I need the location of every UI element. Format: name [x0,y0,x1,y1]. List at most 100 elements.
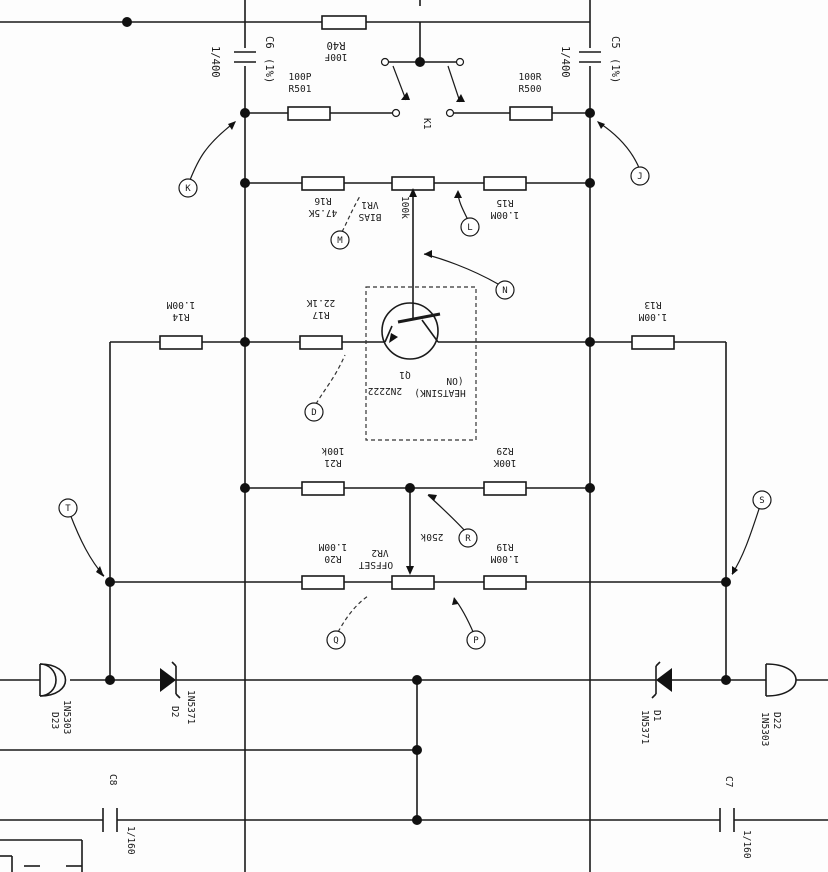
test-point-s: S [752,490,772,510]
test-point-j: J [630,166,650,186]
label-r13-ref: R13 [644,299,661,310]
label-c5-tol: (1%) [609,58,621,83]
label-d22-part: 1N5303 [759,712,770,746]
capacitors [102,51,735,832]
label-vr1-value: 100k [399,196,410,219]
label-r19-ref: R19 [496,541,513,552]
svg-text:S: S [759,496,764,506]
label-r15-ref: R15 [496,197,513,208]
svg-text:D: D [311,408,316,418]
test-point-n: N [495,280,515,300]
test-point-k: K [178,178,198,198]
k1-contact-arrow-right [456,94,465,102]
label-r16-value: 47.5K [308,207,337,218]
switch-k1 [380,57,465,118]
vr1-wiper-arrow [409,188,417,197]
diodes [39,661,797,699]
junction-dots [105,17,731,825]
svg-text:P: P [473,636,479,646]
resistor-r17 [299,335,343,350]
test-point-l: L [460,217,480,237]
label-r17-value: 22.1K [306,297,335,308]
label-c7-ref: C7 [723,776,734,787]
label-r501-ref: R501 [289,84,312,95]
label-k1: K1 [421,118,432,130]
label-r14-ref: R14 [172,311,189,322]
resistor-r501 [287,106,331,121]
resistors [159,15,675,590]
potentiometer-vr2 [391,575,435,590]
test-point-r: R [458,528,478,548]
capacitor-c6 [234,51,256,63]
resistor-r40 [321,15,367,30]
resistor-r15 [483,176,527,191]
heatsink-outline [365,286,477,441]
diode-d1 [651,661,672,699]
diode-d2 [160,661,181,699]
diode-d22 [765,663,797,697]
test-points: K J L M N D T S [58,166,772,650]
resistor-r500 [509,106,553,121]
label-c6-value: 1/400 [209,46,221,78]
label-r15-value: 1.00M [490,209,519,220]
label-r21-value: 100k [321,445,344,456]
label-r20-value: 1.00M [318,541,347,552]
label-vr1-name: BIAS [358,211,381,222]
resistor-r29 [483,481,527,496]
label-d2-part: 1N5371 [185,690,196,725]
resistor-r19 [483,575,527,590]
label-c6-tol: (1%) [263,58,275,83]
resistor-r20 [301,575,345,590]
transistor-q1 [365,286,477,441]
label-vr2-name: OFFSET [359,559,394,570]
label-c6-ref: C6 [263,36,275,49]
label-c8-value: 1/160 [125,826,136,855]
svg-text:L: L [467,223,472,233]
wiper-arrows [401,92,465,575]
svg-text:T: T [65,504,71,514]
label-r21-ref: R21 [324,457,341,468]
label-d1-part: 1N5371 [639,710,650,745]
label-q1-note-2: HEATSINK) [414,387,465,398]
svg-text:R: R [465,534,471,544]
test-point-q: Q [326,630,346,650]
label-d22-ref: D22 [771,712,782,729]
label-c8-ref: C8 [107,774,118,786]
label-vr2-ref: VR2 [371,547,388,558]
capacitor-c5 [579,51,601,63]
vr2-wiper-arrow [406,566,414,575]
label-q1-ref: Q1 [399,369,411,380]
component-labels: R40 100F 1/400 C6 (1%) 1/400 C5 (1%) 100… [49,36,782,859]
test-point-p: P [466,630,486,650]
label-d1-ref: D1 [651,710,662,722]
label-q1-note-1: (ON [446,375,463,386]
svg-text:M: M [337,236,343,246]
svg-text:K: K [185,184,191,194]
label-r16-ref: R16 [314,195,331,206]
label-r13-value: 1.00M [638,311,667,322]
capacitor-c7 [719,808,735,832]
label-r29-value: 100K [493,457,516,468]
svg-text:Q: Q [333,636,338,646]
label-r500-ref: R500 [519,84,542,95]
resistor-r21 [301,481,345,496]
label-c7-value: 1/160 [741,830,752,859]
svg-text:N: N [502,286,507,296]
label-d2-ref: D2 [169,706,180,717]
label-r19-value: 1.00M [490,553,519,564]
label-r20-ref: R20 [324,553,341,564]
test-point-t: T [58,498,78,518]
label-vr2-value: 250k [420,531,443,542]
resistor-r13 [631,335,675,350]
label-c5-value: 1/400 [559,46,571,78]
diode-d23 [39,663,67,697]
label-r40-ref: R40 [327,39,346,51]
resistor-r14 [159,335,203,350]
label-d23-part: 1N5303 [61,700,72,734]
label-r501-value: 100P [289,72,312,83]
label-r500-value: 100R [519,72,542,83]
label-q1-part: 2N2222 [368,385,402,396]
